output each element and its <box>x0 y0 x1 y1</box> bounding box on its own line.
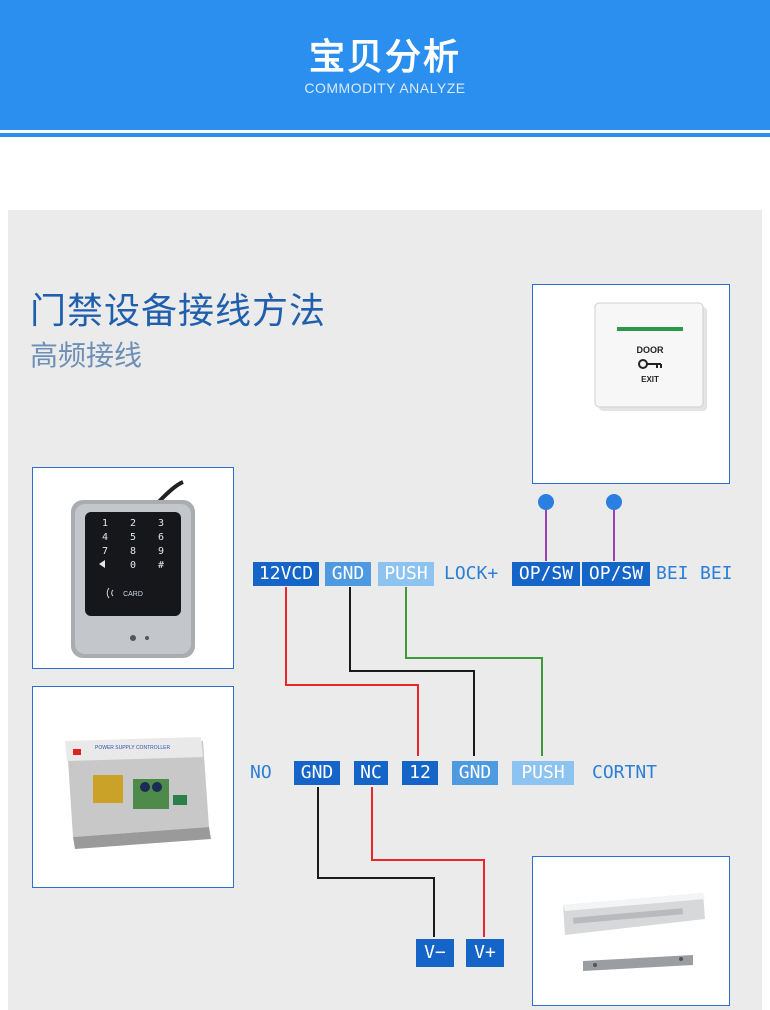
exit-button-icon: DOOR EXIT <box>594 302 707 411</box>
terminal-bei-1: BEI <box>656 563 689 584</box>
keypad-key: 9 <box>158 546 164 557</box>
terminal-op-sw-2: OP/SW <box>582 562 650 586</box>
keypad-key: # <box>158 560 164 571</box>
card-label: CARD <box>123 591 143 598</box>
magnetic-lock-photo <box>532 856 730 1006</box>
keypad-key: 8 <box>130 546 136 557</box>
keypad-key: 2 <box>130 518 136 529</box>
terminal-12vcd: 12VCD <box>253 562 319 586</box>
terminal-nc: NC <box>354 761 388 785</box>
keypad-key: 0 <box>130 560 136 571</box>
keypad-key: 3 <box>158 518 164 529</box>
terminal-gnd: GND <box>325 562 371 586</box>
power-box-label: POWER SUPPLY CONTROLLER <box>95 745 170 751</box>
exit-door-text: DOOR <box>637 345 665 355</box>
keypad-key: 5 <box>130 532 136 543</box>
terminal-push-mid: PUSH <box>512 761 574 785</box>
wire-red-top <box>285 587 419 756</box>
exit-button-photo: DOOR EXIT <box>532 284 730 484</box>
header-banner <box>0 0 770 130</box>
wire-black-bottom <box>317 787 435 937</box>
power-box-icon: POWER SUPPLY CONTROLLER <box>65 737 211 849</box>
keypad-key: 1 <box>102 518 108 529</box>
terminal-v-plus: V+ <box>466 939 504 967</box>
wire-red-bottom <box>371 787 485 937</box>
magnetic-lock-icon <box>563 893 705 971</box>
terminal-no: NO <box>250 762 272 783</box>
wire-purple <box>545 502 615 561</box>
wire-green <box>405 587 543 756</box>
contact-dot-left <box>538 494 554 510</box>
keypad-icon: 1 2 3 4 5 6 7 8 9 0 # CARD <box>71 480 195 658</box>
header-title: 宝贝分析 <box>308 37 461 78</box>
exit-exit-text: EXIT <box>641 375 659 384</box>
terminal-gnd-mid: GND <box>294 761 340 785</box>
keypad-key: 4 <box>102 532 108 543</box>
contact-dot-right <box>606 494 622 510</box>
power-controller-photo: POWER SUPPLY CONTROLLER <box>32 686 234 888</box>
terminal-cortnt: CORTNT <box>592 762 658 783</box>
wire-black-top <box>349 587 475 756</box>
terminal-v-minus: V− <box>416 939 454 967</box>
terminal-push: PUSH <box>378 562 434 586</box>
terminal-op-sw-1: OP/SW <box>512 562 580 586</box>
header-subtitle: COMMODITY ANALYZE <box>304 80 466 96</box>
terminal-gnd-mid-2: GND <box>452 761 498 785</box>
keypad-reader-photo: 1 2 3 4 5 6 7 8 9 0 # CARD <box>32 467 234 669</box>
keypad-key: 7 <box>102 546 108 557</box>
keypad-key: 6 <box>158 532 164 543</box>
terminal-lock-plus: LOCK+ <box>444 563 499 584</box>
section-subtitle: 高频接线 <box>30 339 143 372</box>
section-title: 门禁设备接线方法 <box>30 291 327 332</box>
terminal-bei-2: BEI <box>700 563 733 584</box>
terminal-12: 12 <box>402 761 438 785</box>
header-divider <box>0 133 770 137</box>
